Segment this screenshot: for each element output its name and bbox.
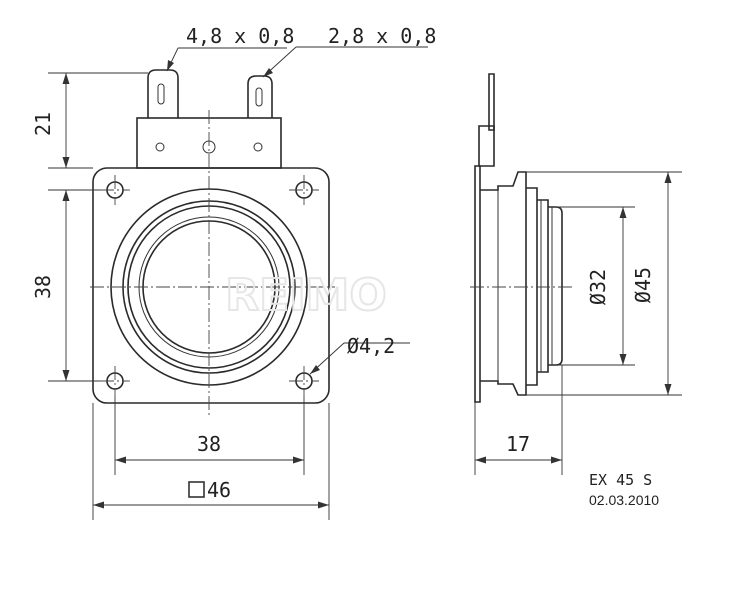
dim-hole-spacing-horizontal: 38 (197, 432, 221, 456)
dim-outer-diameter: Ø45 (631, 267, 655, 303)
dim-inner-diameter: Ø32 (586, 269, 610, 305)
side-dimensions: 17 Ø32 Ø45 (474, 171, 682, 475)
dim-hole-spacing-vertical: 38 (31, 275, 55, 299)
dim-frame-square: 46 (207, 478, 231, 502)
terminal-right (247, 75, 273, 118)
watermark: REIMO (225, 270, 387, 321)
front-dimensions: 21 38 38 46 4,8 x 0,8 2,8 x 0,8 (31, 24, 436, 520)
model-label: EX 45 S (589, 471, 652, 489)
dim-terminal-height: 21 (31, 112, 55, 136)
front-view (90, 69, 335, 415)
date-label: 02.03.2010 (589, 492, 659, 508)
side-body (480, 171, 527, 396)
square-symbol (188, 481, 205, 498)
dim-hole-diameter: Ø4,2 (347, 334, 395, 358)
terminal-left (147, 69, 179, 118)
dim-terminal-wide: 4,8 x 0,8 (186, 24, 294, 48)
dim-terminal-narrow: 2,8 x 0,8 (328, 24, 436, 48)
side-view (470, 73, 575, 403)
dim-depth: 17 (506, 432, 530, 456)
